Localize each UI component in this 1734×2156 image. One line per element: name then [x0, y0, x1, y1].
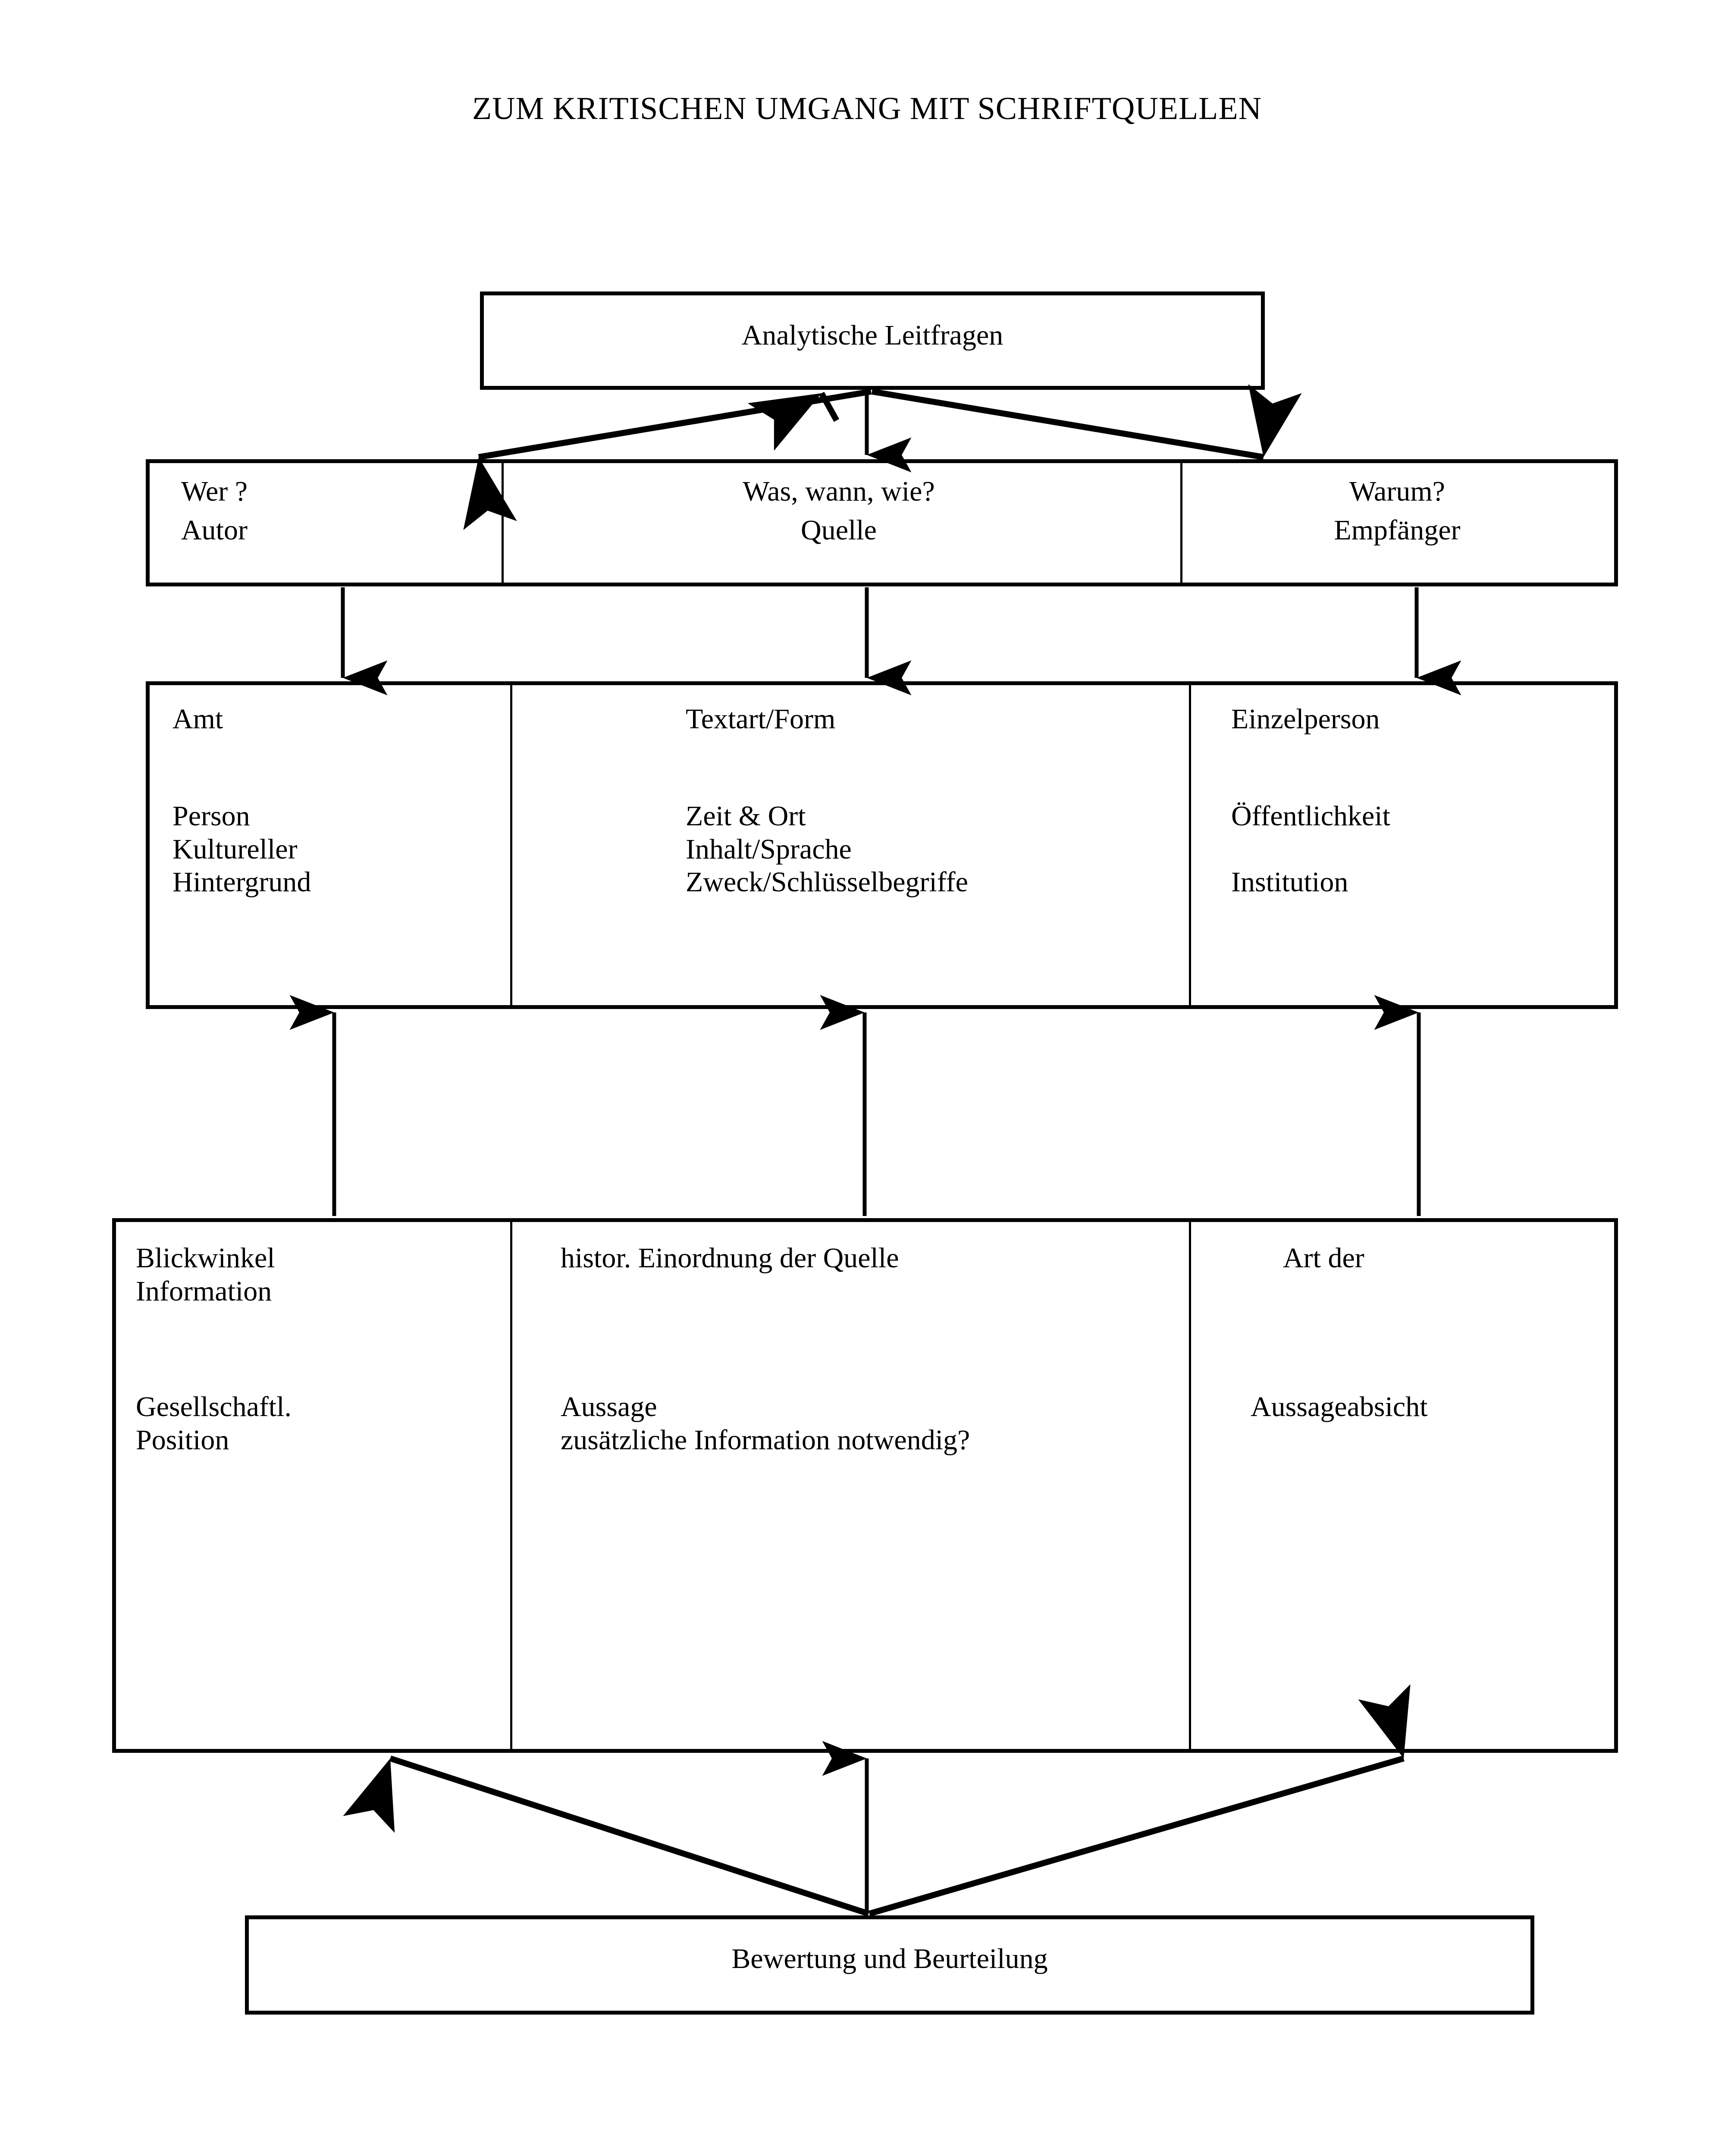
aspect-textart-items: Zeit & Ort Inhalt/Sprache Zweck/Schlüsse… — [686, 800, 968, 898]
box-leitfragen-row — [146, 459, 1618, 586]
evaluation-blickwinkel-items: Gesellschaftl. Position — [136, 1391, 292, 1456]
arrow-leitfragen-to-wer — [463, 389, 872, 530]
evaluation-einordnung-items: Aussage zusätzliche Information notwendi… — [561, 1391, 970, 1456]
question-cell-wer-line1: Wer ? — [181, 476, 248, 507]
aspect-einzelperson-items: Öffentlichkeit Institution — [1231, 800, 1390, 898]
box-bewertung-beurteilung — [245, 1915, 1534, 2015]
arrow-bewertung-to-artder — [869, 1684, 1411, 1917]
column-divider — [510, 685, 512, 1005]
evaluation-artder-items: Aussageabsicht — [1251, 1391, 1428, 1423]
column-divider — [1189, 685, 1191, 1005]
evaluation-artder-head: Art der — [1283, 1242, 1364, 1274]
aspect-amt-head: Amt — [172, 703, 223, 735]
box-auswertung-row — [112, 1218, 1618, 1753]
question-cell-was-line1: Was, wann, wie? — [743, 476, 935, 507]
arrow-apex-up-tick — [747, 392, 840, 451]
question-cell-was-line2: Quelle — [801, 514, 877, 546]
arrow-leitfragen-to-warum — [871, 384, 1302, 460]
question-cell-warum-line1: Warum? — [1349, 476, 1445, 507]
arrow-bewertung-to-blickwinkel — [343, 1755, 870, 1917]
aspect-amt-items: Person Kultureller Hintergrund — [172, 800, 311, 898]
evaluation-blickwinkel-head: Blickwinkel Information — [136, 1242, 275, 1307]
column-divider — [510, 1222, 512, 1749]
label-analytische-leitfragen: Analytische Leitfragen — [741, 320, 1003, 351]
question-cell-warum-line2: Empfänger — [1334, 514, 1461, 546]
aspect-textart-head: Textart/Form — [686, 703, 836, 735]
page-title: ZUM KRITISCHEN UMGANG MIT SCHRIFTQUELLEN — [472, 91, 1262, 126]
question-cell-wer-line2: Autor — [181, 514, 248, 546]
aspect-einzelperson-head: Einzelperson — [1231, 703, 1380, 735]
column-divider — [1180, 463, 1182, 583]
label-bewertung-beurteilung: Bewertung und Beurteilung — [731, 1943, 1048, 1974]
column-divider — [1189, 1222, 1191, 1749]
evaluation-einordnung-head: histor. Einordnung der Quelle — [561, 1242, 899, 1274]
box-analytische-leitfragen — [480, 291, 1265, 390]
